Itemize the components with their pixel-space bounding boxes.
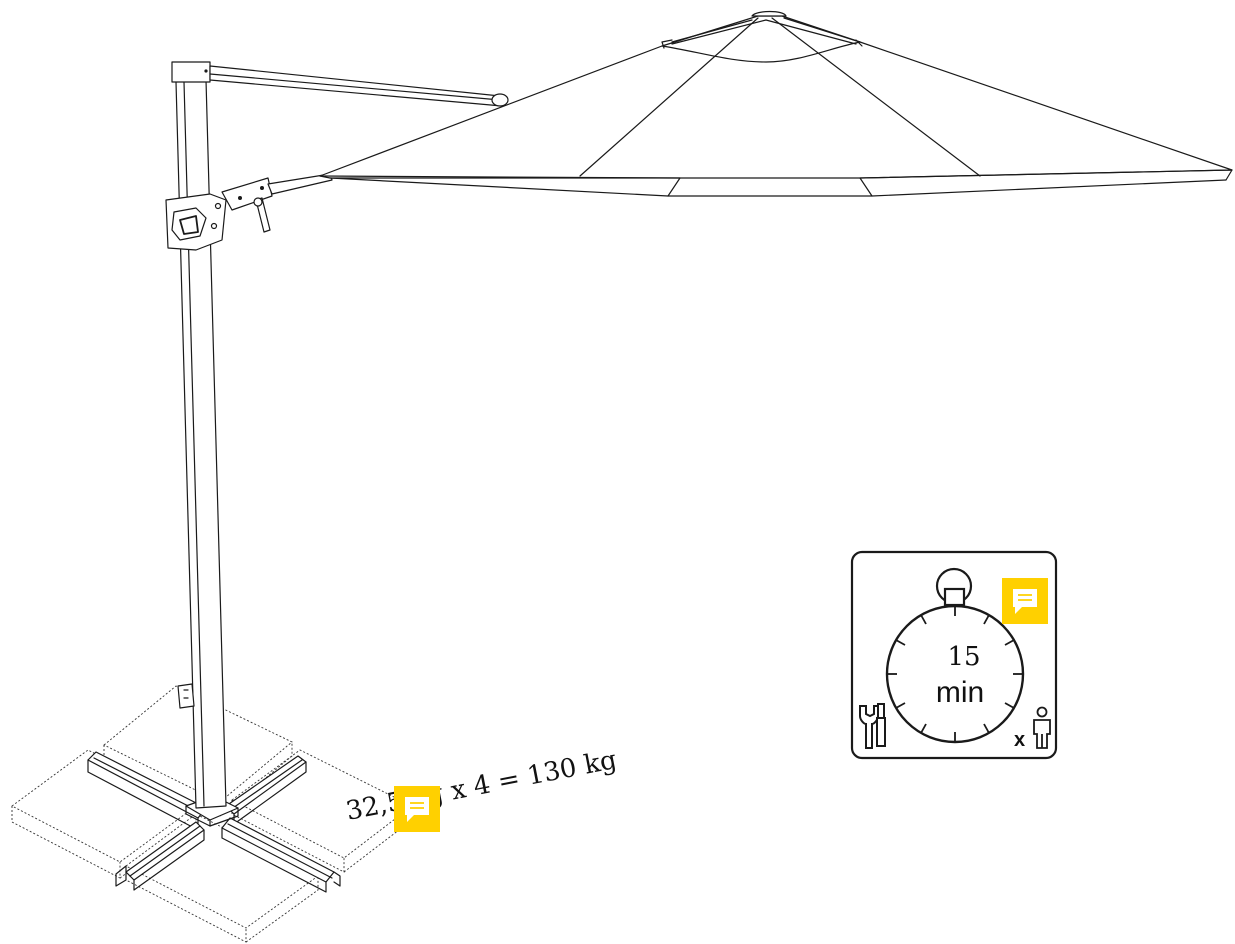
slider-mechanism: [165, 177, 273, 251]
persons-multiplier: x: [1014, 729, 1025, 751]
timer-duration-unit: min: [936, 676, 984, 709]
umbrella-mast: [171, 61, 227, 809]
cross-base: [87, 751, 341, 893]
tools-icon: [859, 703, 886, 749]
canopy-arm: [267, 173, 333, 195]
person-icon: [1033, 706, 1051, 749]
stopwatch-icon: 15 min: [885, 567, 1025, 744]
weight-label: 32,5 kg x 4 = 130 kg: [344, 745, 620, 827]
weight-label-group: 32,5 kg x 4 = 130 kg: [344, 745, 620, 827]
badge-comment-note-icon[interactable]: [1002, 578, 1048, 624]
umbrella-canopy: [319, 10, 1233, 197]
timer-duration-value: 15: [947, 642, 980, 672]
comment-note-icon[interactable]: [394, 786, 440, 832]
upper-arm: [209, 65, 509, 107]
assembly-time-badge: 15 min x: [850, 550, 1058, 760]
